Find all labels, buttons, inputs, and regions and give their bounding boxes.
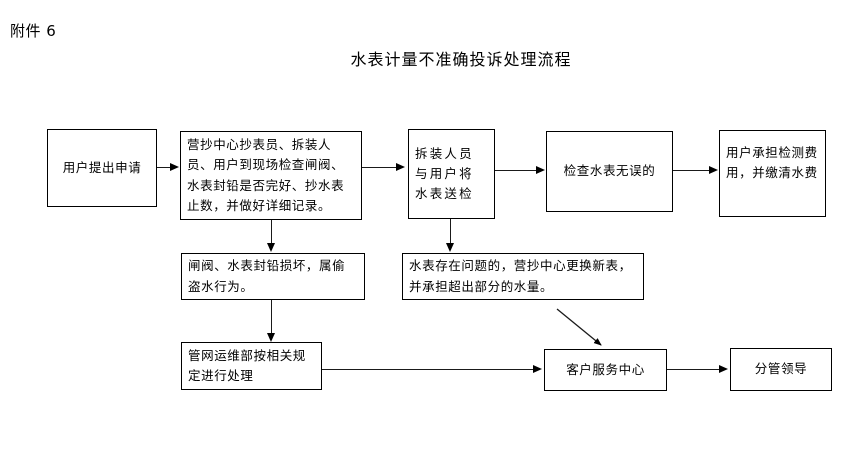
node-customer-service-center[interactable]: 客户服务中心	[544, 349, 667, 391]
edge-n2-n6-arrowhead	[267, 243, 275, 252]
node-user-application[interactable]: 用户提出申请	[47, 129, 157, 207]
edge-n1-n2-arrowhead	[170, 163, 179, 171]
node-label: 分管领导	[754, 361, 808, 377]
node-label: 检查水表无误的	[563, 163, 656, 179]
node-label: 营抄中心抄表员、拆装人员、用户到现场检查闸阀、水表封铅是否完好、抄水表止数，并做…	[187, 137, 345, 213]
edge-n2-n3-arrowhead	[396, 163, 405, 171]
edge-n2-n3-line	[362, 167, 396, 168]
node-user-pays-testing-fee[interactable]: 用户承担检测费用，并缴清水费	[719, 130, 826, 217]
edge-n3-n4-line	[495, 170, 537, 171]
edge-n9-n10-line	[667, 369, 720, 370]
attachment-label: 附件 6	[10, 22, 57, 40]
node-label: 客户服务中心	[566, 361, 645, 377]
edge-n6-n8-line	[271, 300, 272, 335]
edge-n2-n6-line	[271, 220, 272, 245]
node-supervising-leader[interactable]: 分管领导	[730, 348, 832, 391]
node-send-meter-for-testing[interactable]: 拆装人员与用户将水表送检	[408, 129, 495, 219]
edge-n9-n10-arrowhead	[719, 365, 728, 373]
edge-n8-n9-arrowhead	[533, 365, 542, 373]
node-seal-damaged-theft[interactable]: 闸阀、水表封铅损坏，属偷盗水行为。	[181, 253, 365, 300]
edge-n3-n4-arrowhead	[536, 166, 545, 174]
node-onsite-inspection[interactable]: 营抄中心抄表员、拆装人员、用户到现场检查闸阀、水表封铅是否完好、抄水表止数，并做…	[180, 131, 362, 220]
node-label: 闸阀、水表封铅损坏，属偷盗水行为。	[188, 258, 346, 294]
node-label: 水表存在问题的，营抄中心更换新表，并承担超出部分的水量。	[409, 258, 632, 294]
edge-n3-n7-line	[450, 219, 451, 245]
edge-n4-n5-arrowhead	[709, 166, 718, 174]
node-label: 管网运维部按相关规定进行处理	[188, 347, 306, 383]
page-title: 水表计量不准确投诉处理流程	[350, 50, 572, 69]
node-label: 用户提出申请	[62, 159, 142, 175]
node-pipeline-ops-handling[interactable]: 管网运维部按相关规定进行处理	[181, 342, 322, 390]
node-meter-ok[interactable]: 检查水表无误的	[546, 131, 673, 212]
node-label: 拆装人员与用户将水表送检	[415, 145, 474, 202]
node-meter-faulty-replace[interactable]: 水表存在问题的，营抄中心更换新表，并承担超出部分的水量。	[402, 253, 644, 300]
edge-n4-n5-line	[673, 170, 710, 171]
edge-n3-n7-arrowhead	[446, 243, 454, 252]
edge-n1-n2-line	[157, 167, 171, 168]
edge-n8-n9-line	[322, 369, 534, 370]
node-label: 用户承担检测费用，并缴清水费	[726, 145, 818, 181]
edge-n6-n8-arrowhead	[267, 333, 275, 342]
